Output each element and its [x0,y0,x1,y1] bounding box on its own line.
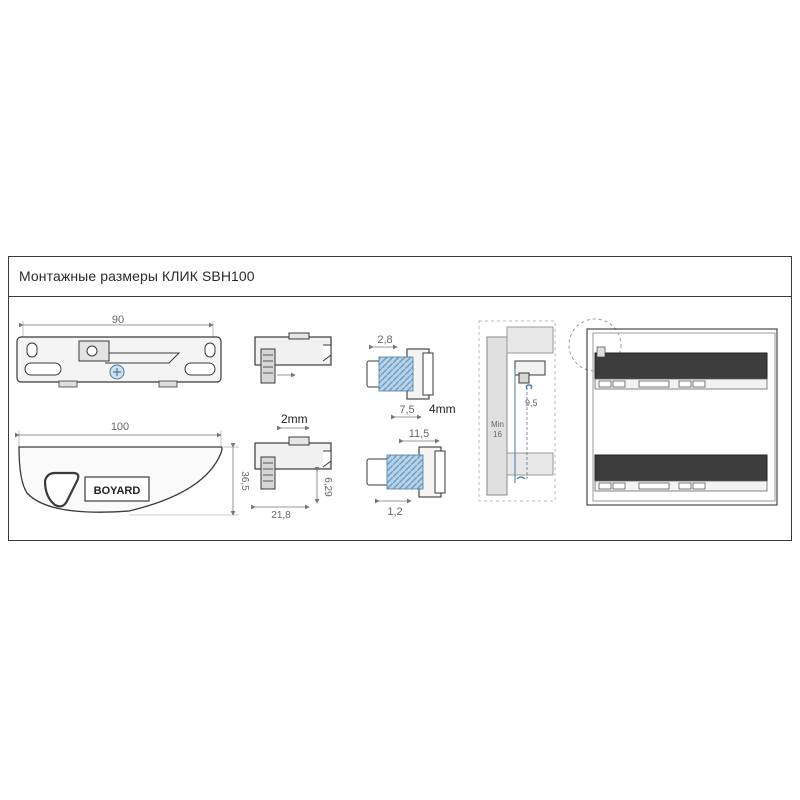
dim-front-width: 100 [111,421,129,433]
panel-title: Монтажные размеры КЛИК SBH100 [19,268,255,284]
mounting-dimensions-panel: Монтажные размеры КЛИК SBH100 90 [8,256,792,541]
spring-detail: 2,8 7,5 4mm 11,5 1,2 [366,334,456,518]
dim-front-height: 36,5 [239,471,250,491]
side-view-bottom: 2mm 21,8 6,29 [251,412,333,521]
finger-grip-icon [43,471,80,508]
dim-detail-gap: 4mm [429,402,456,416]
spring-lower [386,454,424,490]
dim-detail-mid2: 11,5 [409,428,430,440]
dim-install-min-value: 16 [493,430,502,439]
panel-header: Монтажные размеры КЛИК SBH100 [9,257,791,297]
side-view-top [254,332,332,384]
top-view: 90 [16,314,222,388]
top-view-body [16,336,222,383]
spring-upper [378,356,414,392]
technical-drawing: 90 100 BOYARD 36 [15,314,778,521]
dim-top-width: 90 [112,314,124,326]
dim-install-min-label: Min [491,420,504,429]
brand-logo: BOYARD [94,485,141,497]
cabinet-view [568,318,778,506]
dim-detail-top: 2,8 [377,334,392,346]
dim-detail-bottom: 1,2 [387,506,402,518]
brand-box [84,476,150,502]
dim-side-width: 21,8 [271,510,291,521]
installation-section: 9,5 Min 16 [478,320,556,502]
dim-side-height: 6,29 [322,477,333,497]
dim-detail-mid1: 7,5 [399,404,414,416]
dim-side-top: 2mm [281,412,308,426]
dim-install-offset: 9,5 [525,398,538,408]
zoom-callout-circle [568,318,622,372]
front-view: 100 BOYARD 36,5 [15,421,250,516]
